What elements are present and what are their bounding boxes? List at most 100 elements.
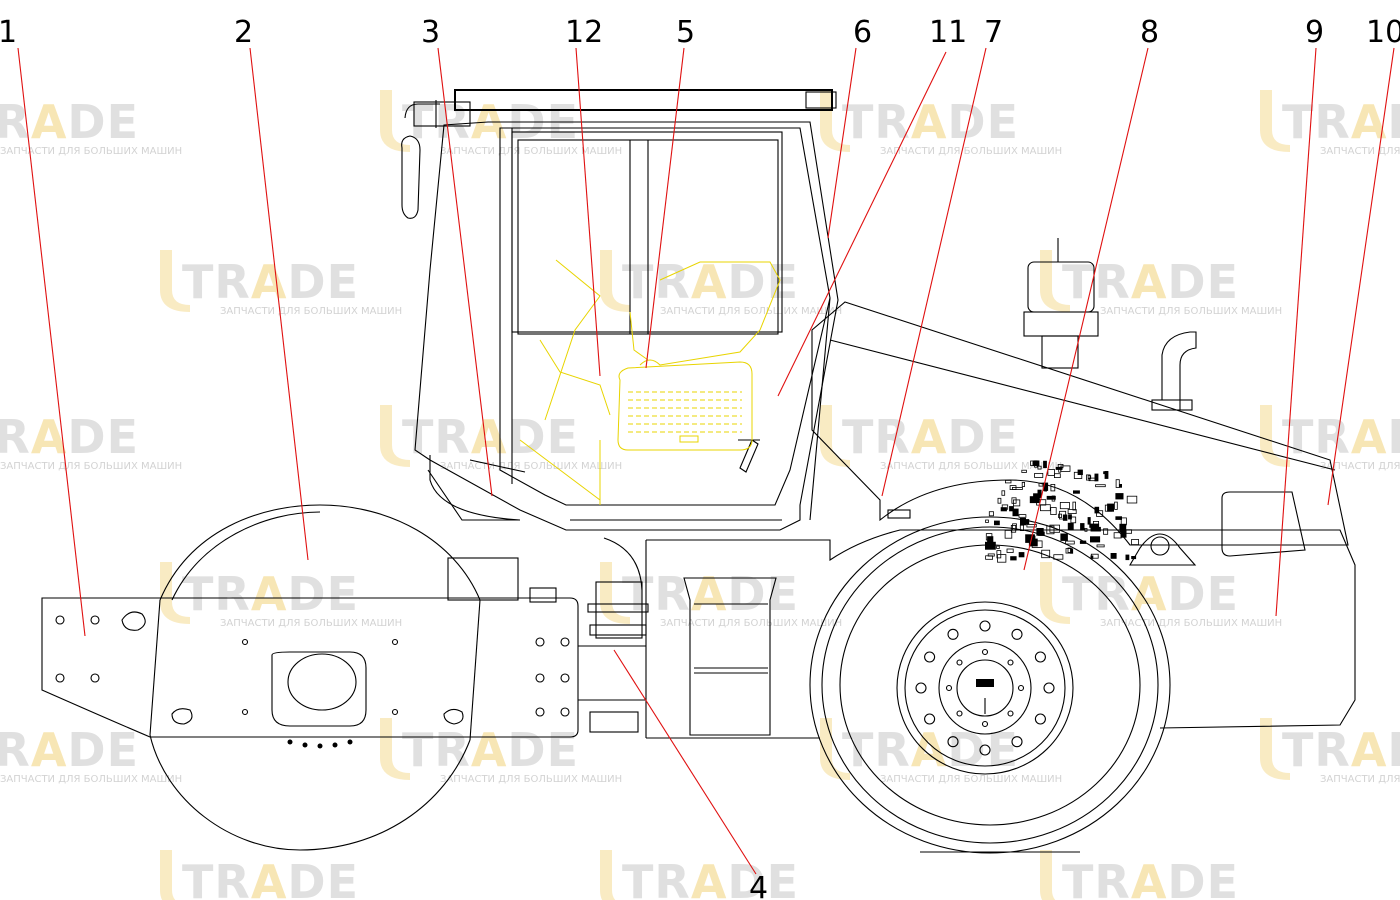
engine-component xyxy=(1120,517,1127,526)
callout-labels: 1 2 3 12 5 6 11 7 8 9 10 4 xyxy=(0,15,1400,900)
watermark-u-icon xyxy=(380,718,410,780)
engine-component xyxy=(1087,475,1092,480)
engine-component xyxy=(1062,514,1068,521)
callout-12: 12 xyxy=(565,15,603,50)
leader-lines xyxy=(17,47,1395,875)
engine-component xyxy=(1073,490,1080,494)
wheel-bolt xyxy=(915,682,927,694)
callout-1: 1 xyxy=(0,15,17,50)
watermark-u-icon xyxy=(820,405,850,467)
engine-component xyxy=(1043,460,1047,469)
wheel-bolt xyxy=(979,744,991,756)
engine-component xyxy=(1059,501,1070,510)
hub-bolt xyxy=(956,659,963,666)
engine-component xyxy=(1086,474,1091,481)
engine-component xyxy=(1042,482,1049,491)
watermark-u-icon xyxy=(1260,90,1290,152)
engine-component xyxy=(1126,495,1138,504)
engine-component xyxy=(1060,533,1068,541)
watermark-brand: TRADE xyxy=(622,255,799,309)
watermark-subtitle: ЗАПЧАСТИ ДЛЯ БОЛЬШИХ МАШИН xyxy=(220,306,402,317)
step-ladder xyxy=(683,577,777,736)
watermark-subtitle: ЗАПЧАСТИ ДЛЯ БОЛЬШИХ МАШИН xyxy=(880,774,1062,785)
rear-chassis xyxy=(603,529,1356,739)
engine-component xyxy=(1037,465,1042,470)
engine-component xyxy=(1080,523,1085,531)
engine-component xyxy=(985,555,993,560)
engine-component xyxy=(1050,483,1056,492)
wheel-bolt xyxy=(924,651,936,663)
engine-component xyxy=(1058,513,1062,518)
engine-block xyxy=(985,460,1139,563)
watermark-u-icon xyxy=(600,562,630,624)
watermark-u-icon xyxy=(600,250,630,312)
watermark-subtitle: ЗАПЧАСТИ ДЛЯ БОЛЬШИХ МАШИН xyxy=(0,461,182,472)
watermark-u-icon xyxy=(1260,405,1290,467)
watermark-u-icon xyxy=(820,90,850,152)
engine-component xyxy=(1115,516,1123,520)
watermark-u-icon xyxy=(600,850,616,900)
watermark-subtitle: ЗАПЧАСТИ ДЛЯ БОЛЬШИХ МАШИН xyxy=(440,146,622,157)
engine-component xyxy=(1009,485,1017,491)
engine-component xyxy=(1034,472,1044,478)
engine-component xyxy=(1089,523,1100,528)
watermark-brand: TRADE xyxy=(622,567,799,621)
engine-component xyxy=(1090,526,1101,532)
engine-component xyxy=(997,554,1007,563)
seat-grille xyxy=(628,391,742,433)
watermark-u-icon xyxy=(380,90,410,152)
callout-2: 2 xyxy=(234,15,253,50)
engine-component xyxy=(1119,483,1123,488)
wheel-bolt xyxy=(1011,736,1023,748)
engine-component xyxy=(1077,469,1083,475)
engine-component xyxy=(1110,553,1117,559)
watermark-subtitle: ЗАПЧАСТИ ДЛЯ БОЛЬШИХ МАШИН xyxy=(880,461,1062,472)
watermark-subtitle: ЗАПЧАСТИ ДЛЯ БОЛЬШИХ МАШИН xyxy=(0,146,182,157)
articulation-joint xyxy=(447,557,649,733)
engine-component xyxy=(1114,501,1118,510)
engine-component xyxy=(1087,517,1091,525)
watermark-u-icon xyxy=(160,562,190,624)
air-cleaner xyxy=(1023,238,1099,369)
engine-component xyxy=(1012,523,1017,531)
watermark-brand: TRADE xyxy=(402,723,579,777)
callout-7: 7 xyxy=(984,15,1003,50)
engine-component xyxy=(1065,540,1075,545)
callout-5: 5 xyxy=(676,15,695,50)
watermark-u-icon xyxy=(1040,850,1056,900)
engine-component xyxy=(1021,469,1027,473)
watermark-u-icon xyxy=(1260,718,1290,780)
engine-component xyxy=(1131,539,1139,546)
engine-component xyxy=(1001,490,1006,496)
callout-11: 11 xyxy=(929,15,967,50)
drum-hub-bolts xyxy=(287,739,353,749)
engine-component xyxy=(996,545,1000,549)
engine-component xyxy=(1021,481,1026,487)
wheel-bolt xyxy=(1034,651,1046,663)
watermark-brand: TRADE xyxy=(842,410,1019,464)
engine-component xyxy=(1090,536,1101,543)
engine-component xyxy=(1038,482,1044,487)
drum-frame xyxy=(41,597,579,749)
engine-component xyxy=(1095,484,1106,488)
watermark-subtitle: ЗАПЧАСТИ ДЛЯ БОЛЬШИХ МАШИН xyxy=(660,618,842,629)
engine-component xyxy=(1120,529,1127,538)
engine-component xyxy=(1047,469,1055,476)
engine-component xyxy=(1090,555,1094,559)
watermark-subtitle: ЗАПЧАСТИ ДЛЯ БОЛЬШИХ МАШИН xyxy=(1320,774,1400,785)
engine-component xyxy=(1115,493,1124,500)
callout-10: 10 xyxy=(1366,15,1400,50)
engine-component xyxy=(1067,509,1077,514)
engine-component xyxy=(1053,554,1064,560)
wheel-bolt xyxy=(1034,713,1046,725)
hub-bolt xyxy=(981,720,989,728)
watermark-subtitle: ЗАПЧАСТИ ДЛЯ БОЛЬШИХ МАШИН xyxy=(1320,461,1400,472)
engine-component xyxy=(1018,552,1025,558)
